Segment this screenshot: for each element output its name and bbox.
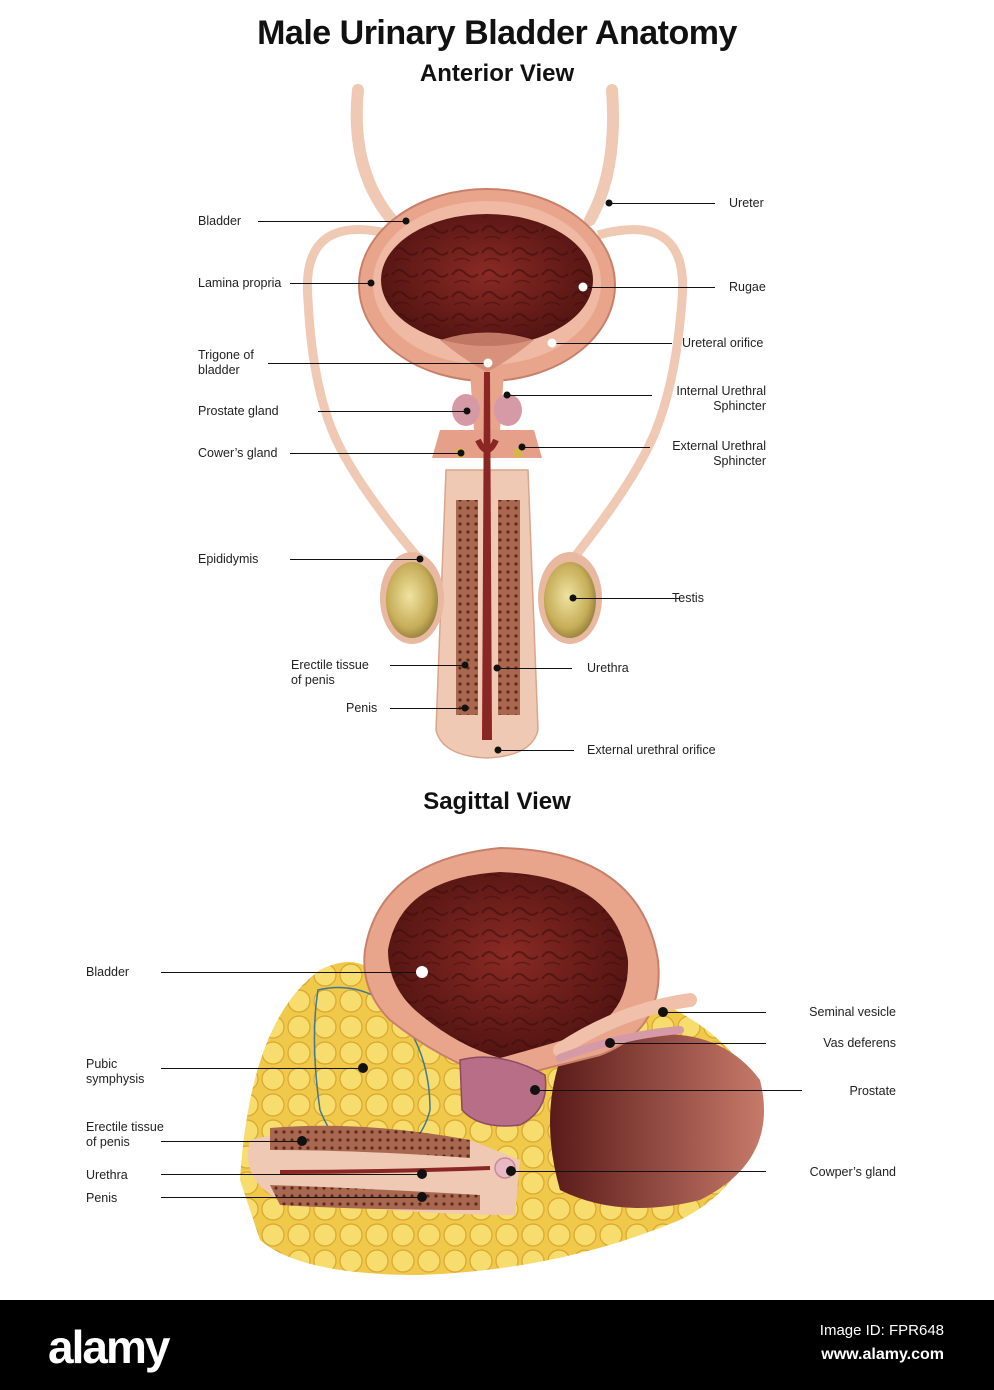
sagittal-view-heading: Sagittal View (0, 788, 994, 816)
leader-dot (462, 705, 469, 712)
label-lamina-propria: Lamina propria (198, 276, 281, 291)
leader-line (390, 708, 465, 709)
label-ureteral-orifice: Ureteral orifice (682, 336, 763, 351)
label-sagittal-urethra: Urethra (86, 1168, 128, 1183)
leader-line (507, 395, 652, 396)
label-ureter: Ureter (729, 196, 764, 211)
label-vas-deferens: Vas deferens (823, 1036, 896, 1051)
label-pubic-symphysis: Pubic symphysis (86, 1057, 144, 1087)
site-url[interactable]: www.alamy.com (821, 1346, 944, 1364)
leader-line (258, 221, 406, 222)
leader-line (535, 1090, 802, 1091)
leader-dot (297, 1136, 307, 1146)
leader-line (161, 972, 422, 973)
label-seminal-vesicle: Seminal vesicle (809, 1005, 896, 1020)
leader-line (522, 447, 650, 448)
label-sagittal-erectile-tissue: Erectile tissue of penis (86, 1120, 164, 1150)
page-title: Male Urinary Bladder Anatomy (0, 14, 994, 53)
leader-line (318, 411, 467, 412)
label-internal-urethral-sphincter: Internal Urethral Sphincter (676, 384, 766, 414)
label-penis: Penis (346, 701, 377, 716)
leader-line (573, 598, 679, 599)
footer-bar: alamy Image ID: FPR648 www.alamy.com (0, 1300, 994, 1390)
sagittal-illustration (240, 848, 764, 1275)
leader-dot (579, 283, 588, 292)
leader-dot (358, 1063, 368, 1073)
leader-line (268, 363, 488, 364)
leader-line (161, 1068, 363, 1069)
label-sagittal-bladder: Bladder (86, 965, 129, 980)
alamy-logo[interactable]: alamy (48, 1320, 168, 1374)
leader-dot (504, 392, 511, 399)
leader-line (290, 453, 461, 454)
leader-dot (506, 1166, 516, 1176)
leader-dot (495, 747, 502, 754)
leader-line (552, 343, 672, 344)
label-trigone: Trigone of bladder (198, 348, 254, 378)
leader-dot (417, 1169, 427, 1179)
image-id: Image ID: FPR648 (820, 1322, 944, 1339)
leader-dot (462, 662, 469, 669)
leader-dot (368, 280, 375, 287)
label-prostate-gland: Prostate gland (198, 404, 279, 419)
label-rugae: Rugae (729, 280, 766, 295)
label-sagittal-prostate: Prostate (849, 1084, 896, 1099)
leader-line (290, 283, 371, 284)
label-cowers-gland: Cower’s gland (198, 446, 277, 461)
anterior-view-heading: Anterior View (0, 60, 994, 88)
leader-dot (658, 1007, 668, 1017)
label-external-urethral-sphincter: External Urethral Sphincter (672, 439, 766, 469)
leader-line (511, 1171, 766, 1172)
leader-dot (494, 665, 501, 672)
leader-dot (417, 1192, 427, 1202)
label-urethra: Urethra (587, 661, 629, 676)
label-erectile-tissue: Erectile tissue of penis (291, 658, 369, 688)
leader-line (390, 665, 465, 666)
leader-line (290, 559, 420, 560)
label-sagittal-penis: Penis (86, 1191, 117, 1206)
anatomy-illustration (0, 0, 994, 1300)
leader-dot (464, 408, 471, 415)
leader-line (663, 1012, 766, 1013)
label-external-urethral-orifice: External urethral orifice (587, 743, 716, 758)
leader-line (583, 287, 715, 288)
label-testis: Testis (672, 591, 704, 606)
leader-line (161, 1141, 302, 1142)
label-cowpers-gland: Cowper’s gland (810, 1165, 896, 1180)
leader-dot (519, 444, 526, 451)
leader-dot (484, 359, 493, 368)
leader-dot (548, 339, 557, 348)
leader-dot (606, 200, 613, 207)
leader-line (161, 1197, 422, 1198)
leader-line (609, 203, 715, 204)
label-epididymis: Epididymis (198, 552, 258, 567)
leader-dot (458, 450, 465, 457)
leader-line (610, 1043, 766, 1044)
leader-line (161, 1174, 422, 1175)
leader-dot (530, 1085, 540, 1095)
leader-dot (605, 1038, 615, 1048)
leader-dot (570, 595, 577, 602)
label-bladder: Bladder (198, 214, 241, 229)
leader-line (497, 668, 572, 669)
leader-line (498, 750, 574, 751)
leader-dot (417, 556, 424, 563)
leader-dot (403, 218, 410, 225)
leader-dot (416, 966, 428, 978)
